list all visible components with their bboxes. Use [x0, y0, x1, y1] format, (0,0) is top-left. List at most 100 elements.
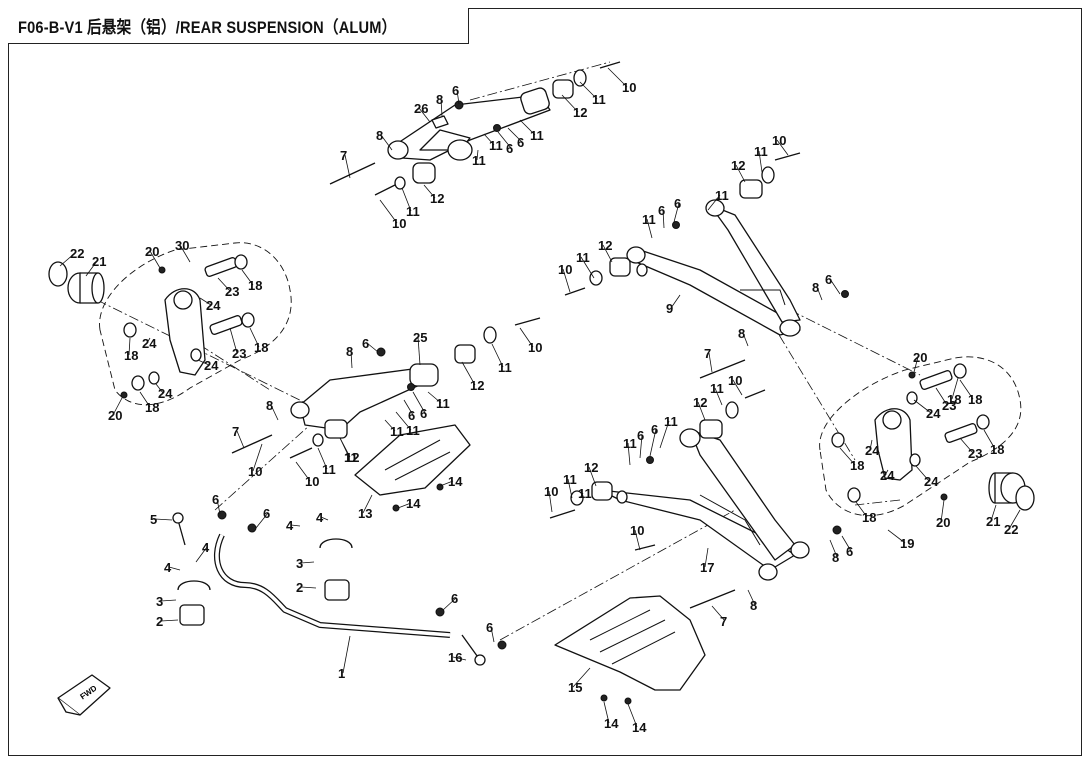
callout-30: 30 — [175, 238, 189, 253]
callout-12a: 12 — [573, 105, 587, 120]
callout-leader — [379, 199, 398, 224]
callout-leader — [342, 635, 351, 674]
callout-leader — [403, 399, 414, 416]
callout-leader — [417, 336, 421, 366]
callout-leader — [639, 434, 643, 459]
callout-11d: 11 — [472, 153, 486, 168]
callout-17: 17 — [700, 560, 714, 575]
callout-13: 13 — [358, 506, 372, 521]
callout-leader — [913, 399, 932, 414]
callout-6e: 6 — [658, 203, 665, 218]
callout-11g: 11 — [715, 188, 729, 203]
bolts — [231, 61, 801, 609]
callout-leader — [427, 391, 442, 404]
callout-leader — [580, 256, 595, 279]
callout-leader — [567, 478, 573, 499]
callout-6i: 6 — [420, 406, 427, 421]
callout-leader — [548, 490, 553, 513]
callout-leader — [339, 437, 351, 458]
callout-10a: 10 — [622, 80, 636, 95]
callout-leader — [146, 337, 151, 344]
callout-9: 9 — [666, 301, 673, 316]
callout-leader — [758, 150, 763, 173]
skid-plate-15 — [554, 595, 706, 691]
callout-leader — [829, 539, 838, 558]
callout-leader — [562, 268, 571, 293]
callout-6m: 6 — [212, 492, 219, 507]
callout-6k: 6 — [637, 428, 644, 443]
callout-leader — [179, 244, 191, 263]
callout-10f: 10 — [248, 464, 262, 479]
callout-25: 25 — [413, 330, 427, 345]
callout-leader — [855, 501, 868, 518]
snap-ring-right — [1015, 485, 1035, 511]
callout-18b: 18 — [124, 348, 138, 363]
callout-leader — [59, 252, 76, 267]
callout-leader — [627, 442, 631, 466]
callout-18c: 18 — [254, 340, 268, 355]
callout-leader — [711, 605, 726, 622]
diagram-frame — [8, 8, 1082, 756]
callout-leader — [456, 89, 460, 105]
alignment-lines — [96, 61, 921, 641]
callout-11t: 11 — [578, 486, 592, 501]
callout-leader — [951, 377, 959, 400]
callout-24f: 24 — [865, 443, 880, 458]
callout-10g: 10 — [305, 474, 319, 489]
callout-4b: 4 — [316, 510, 324, 525]
callout-8e: 8 — [266, 398, 273, 413]
callout-14b: 14 — [406, 496, 421, 511]
callout-8c: 8 — [812, 280, 819, 295]
callout-leader — [519, 119, 536, 136]
callout-leader — [816, 286, 823, 301]
callout-22b: 22 — [1004, 522, 1018, 537]
callout-10b: 10 — [392, 216, 406, 231]
callout-2b: 2 — [156, 614, 163, 629]
callout-leader — [85, 260, 98, 277]
callout-leader — [940, 499, 945, 523]
callout-leader — [673, 202, 680, 223]
callout-leader — [423, 184, 436, 199]
bushings-washers — [312, 69, 775, 506]
callout-21b: 21 — [986, 514, 1000, 529]
callout-leader — [1008, 509, 1021, 530]
callout-leader — [735, 164, 746, 183]
callout-leader — [362, 494, 373, 514]
callout-12f: 12 — [345, 450, 359, 465]
callout-leader — [519, 327, 534, 348]
callout-6f: 6 — [825, 272, 832, 287]
callout-leader — [747, 589, 756, 606]
callout-6d: 6 — [674, 196, 681, 211]
callout-leader — [603, 701, 610, 724]
callout-leader — [149, 250, 161, 269]
callout-leader — [290, 524, 301, 527]
callout-leader — [112, 397, 123, 416]
callout-leader — [195, 546, 208, 563]
callout-leader — [959, 437, 974, 454]
callout-11b: 11 — [489, 138, 503, 153]
callout-6n: 6 — [263, 506, 270, 521]
nuts — [120, 100, 948, 705]
callout-leader — [602, 244, 613, 263]
upper-control-arm-top — [387, 87, 551, 184]
callout-20b: 20 — [108, 408, 122, 423]
callout-leader — [252, 443, 263, 472]
callout-leader — [380, 134, 393, 151]
callout-leader — [649, 428, 657, 457]
callout-11n: 11 — [322, 462, 336, 477]
callout-12b: 12 — [430, 191, 444, 206]
callout-leader — [579, 492, 584, 499]
knuckle-assembly-group-left — [99, 242, 292, 406]
callout-5: 5 — [150, 512, 157, 527]
callout-14d: 14 — [632, 720, 647, 735]
callout-18i: 18 — [862, 510, 876, 525]
callout-4a: 4 — [286, 518, 294, 533]
callout-leader — [439, 480, 454, 487]
callout-16: 16 — [448, 650, 462, 665]
callout-18a: 18 — [248, 278, 262, 293]
callout-26: 26 — [414, 101, 428, 116]
snap-ring-left — [48, 261, 68, 287]
callout-11h: 11 — [642, 212, 656, 227]
callout-6p: 6 — [486, 620, 493, 635]
